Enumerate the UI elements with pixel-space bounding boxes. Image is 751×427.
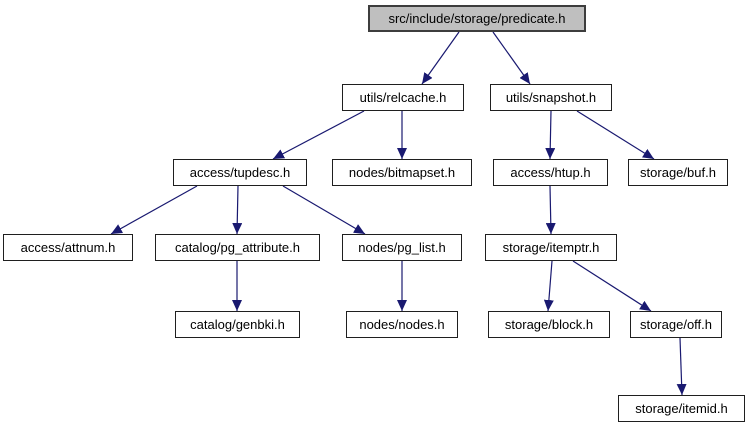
node-genbki[interactable]: catalog/genbki.h — [175, 311, 300, 338]
edge-itemptr-block — [543, 260, 554, 312]
node-off[interactable]: storage/off.h — [630, 311, 722, 338]
edge-tupdesc-attnum — [110, 185, 198, 235]
node-pg_attribute[interactable]: catalog/pg_attribute.h — [155, 234, 320, 261]
node-label: utils/snapshot.h — [505, 90, 597, 105]
node-label: access/htup.h — [510, 165, 591, 180]
node-buf[interactable]: storage/buf.h — [628, 159, 728, 186]
edge-predicate-relcache — [421, 31, 460, 85]
node-label: storage/off.h — [639, 317, 713, 332]
node-nodes[interactable]: nodes/nodes.h — [346, 311, 458, 338]
edge-snapshot-htup — [545, 110, 556, 160]
node-pg_list[interactable]: nodes/pg_list.h — [342, 234, 462, 261]
node-predicate: src/include/storage/predicate.h — [368, 5, 586, 32]
node-itemid[interactable]: storage/itemid.h — [618, 395, 745, 422]
node-label: storage/buf.h — [640, 165, 716, 180]
node-label: access/tupdesc.h — [189, 165, 291, 180]
node-label: nodes/nodes.h — [359, 317, 445, 332]
edge-htup-itemptr — [545, 185, 556, 235]
edge-itemptr-off — [572, 260, 652, 312]
edge-tupdesc-pg_list — [282, 185, 366, 235]
node-label: storage/itemid.h — [635, 401, 728, 416]
edge-off-itemid — [676, 337, 687, 396]
node-itemptr[interactable]: storage/itemptr.h — [485, 234, 617, 261]
node-label: nodes/pg_list.h — [358, 240, 446, 255]
node-label: storage/block.h — [504, 317, 594, 332]
node-bitmapset[interactable]: nodes/bitmapset.h — [332, 159, 472, 186]
node-label: utils/relcache.h — [359, 90, 447, 105]
node-relcache[interactable]: utils/relcache.h — [342, 84, 464, 111]
node-label: catalog/genbki.h — [190, 317, 285, 332]
node-block[interactable]: storage/block.h — [488, 311, 610, 338]
edge-tupdesc-pg_attribute — [232, 185, 243, 235]
node-label: storage/itemptr.h — [502, 240, 600, 255]
edge-predicate-snapshot — [492, 31, 531, 85]
edge-snapshot-buf — [576, 110, 655, 160]
node-tupdesc[interactable]: access/tupdesc.h — [173, 159, 307, 186]
node-attnum[interactable]: access/attnum.h — [3, 234, 133, 261]
node-label: nodes/bitmapset.h — [348, 165, 456, 180]
edge-relcache-tupdesc — [272, 110, 365, 160]
node-label: catalog/pg_attribute.h — [174, 240, 301, 255]
node-label: access/attnum.h — [20, 240, 116, 255]
node-htup[interactable]: access/htup.h — [493, 159, 608, 186]
node-label: src/include/storage/predicate.h — [388, 11, 566, 26]
node-snapshot[interactable]: utils/snapshot.h — [490, 84, 612, 111]
